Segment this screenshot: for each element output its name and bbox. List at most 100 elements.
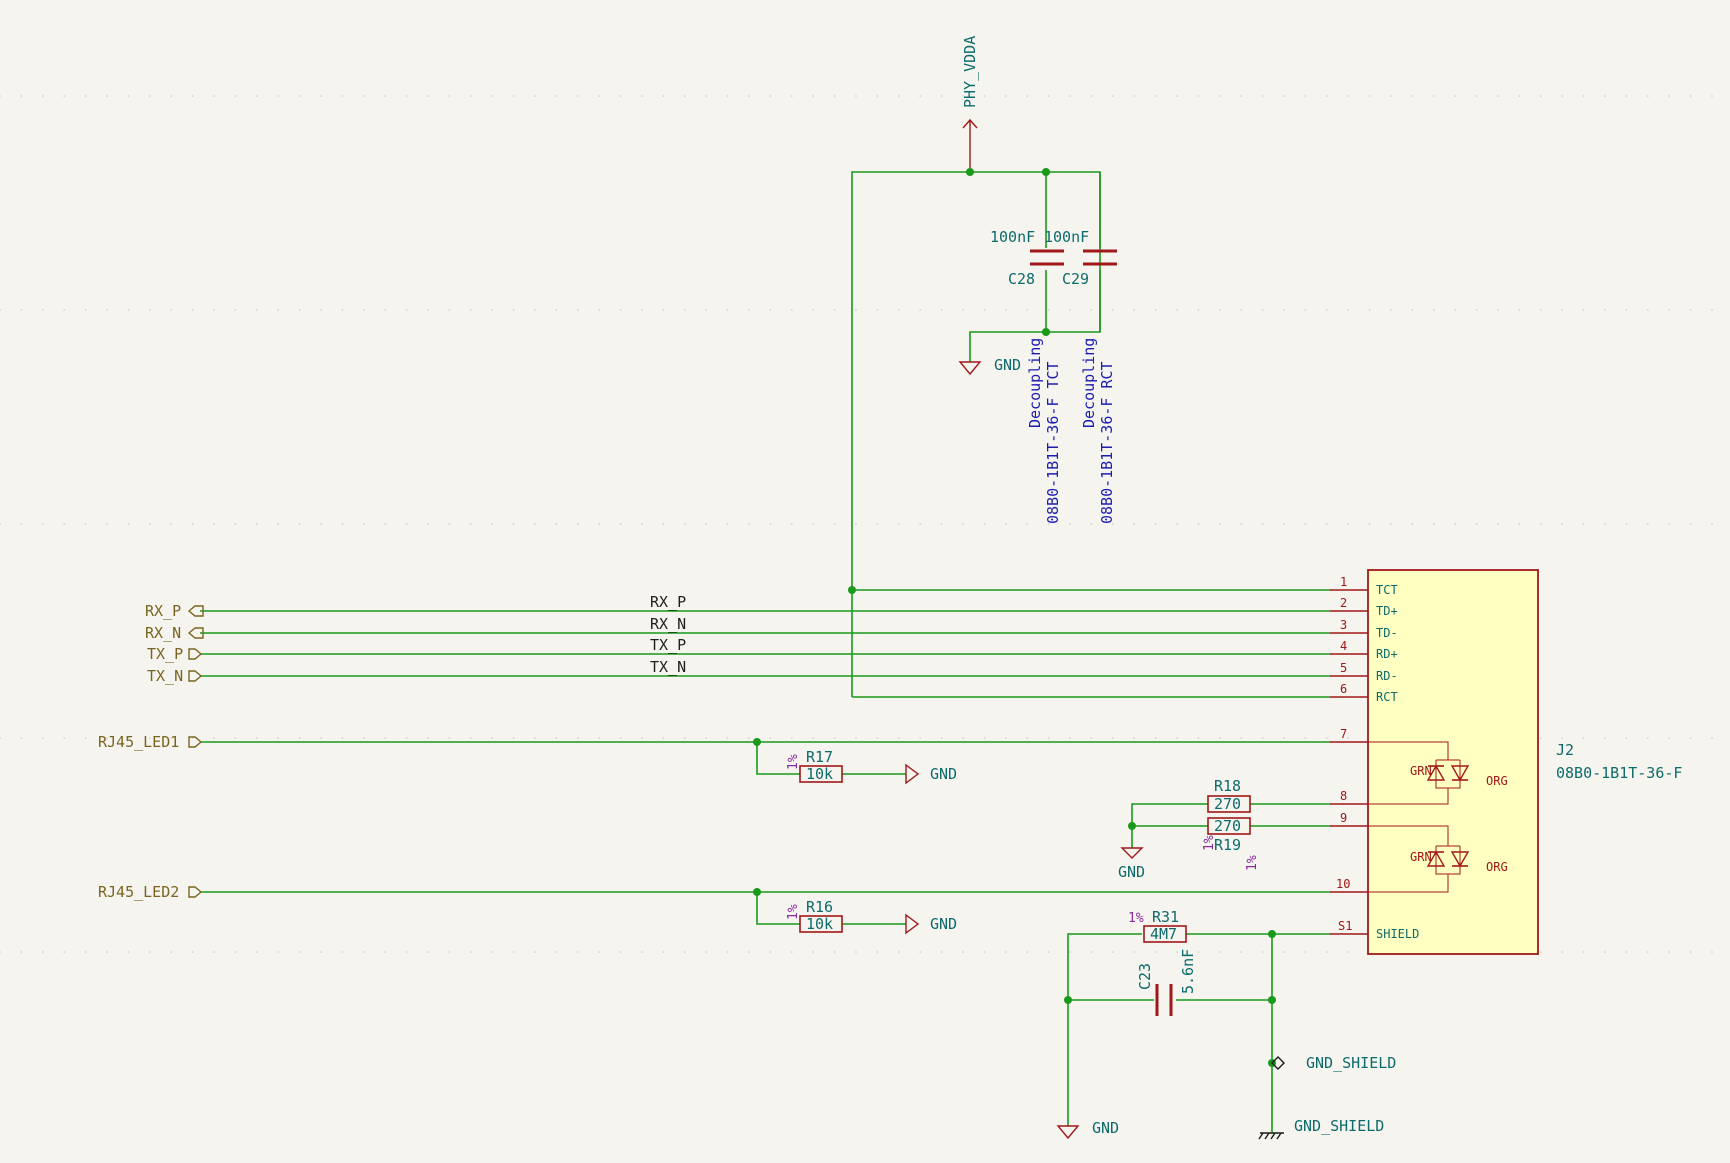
r19-value: 270: [1214, 817, 1241, 835]
grid-dot: [149, 737, 151, 739]
junction: [1042, 328, 1050, 336]
capacitor-c23[interactable]: C23 5.6nF: [1136, 949, 1197, 1016]
gnd-shield-port[interactable]: GND_SHIELD: [1271, 1054, 1396, 1072]
grid-dot: [1668, 95, 1670, 97]
grid-dot: [84, 951, 87, 953]
grid-dot: [1625, 309, 1628, 311]
grid-dot: [534, 523, 536, 525]
grid-dot: [277, 951, 280, 953]
grid-dot: [577, 309, 579, 311]
pin-name: RD-: [1376, 669, 1398, 683]
r31-tolerance: 1%: [1128, 911, 1144, 926]
gnd-symbol-shield-net[interactable]: GND: [1056, 1119, 1119, 1140]
resistor-r18[interactable]: 270 R18: [1207, 777, 1251, 813]
port-rx-p[interactable]: RX_P: [145, 602, 204, 620]
grid-dot: [1069, 737, 1071, 739]
grid-dot: [619, 951, 622, 953]
grid-dot: [1090, 95, 1093, 97]
port-rx-n[interactable]: RX_N: [145, 624, 204, 642]
grid-dot: [106, 95, 108, 97]
port-label: RJ45_LED2: [98, 883, 179, 901]
grid-dot: [726, 95, 729, 97]
grid-dot: [42, 951, 44, 953]
grid-dot: [1411, 309, 1414, 311]
grid-dot: [341, 309, 344, 311]
grid-dot: [1647, 523, 1649, 525]
grid-dot: [1219, 95, 1221, 97]
grid-dot: [555, 95, 558, 97]
pin-name: RD+: [1376, 647, 1398, 661]
grid-dot: [1090, 309, 1093, 311]
gnd-symbol-r18[interactable]: GND: [1118, 847, 1145, 881]
grid-dot: [662, 95, 665, 97]
grid-dot: [705, 951, 707, 953]
gnd-symbol-r16[interactable]: GND: [905, 913, 957, 935]
grid-dot: [0, 523, 1, 525]
pin-number: 4: [1340, 639, 1347, 653]
grid-dot: [127, 523, 130, 525]
grid-dot: [1518, 95, 1521, 97]
grid-dot: [1176, 951, 1178, 953]
gnd-symbol-r17[interactable]: GND: [905, 763, 957, 785]
grid-dot: [384, 523, 387, 525]
capacitor-c29[interactable]: 100nF C29: [1044, 228, 1117, 288]
grid-dot: [641, 951, 643, 953]
grid-dot: [512, 737, 515, 739]
grid-dot: [491, 309, 494, 311]
grid-dot: [748, 737, 750, 739]
grid-dot: [363, 737, 365, 739]
chassis-ground-symbol[interactable]: GND_SHIELD: [1258, 1117, 1384, 1140]
grid-dot: [298, 95, 301, 97]
resistor-r17[interactable]: 10k R17 1%: [786, 748, 843, 783]
resistor-r31[interactable]: 4M7 R31 1%: [1128, 908, 1187, 943]
grid-dot: [1219, 523, 1221, 525]
grid-dot: [1561, 737, 1563, 739]
wire: [1271, 933, 1330, 1133]
grid-dot: [598, 951, 600, 953]
grid-dot: [1197, 95, 1200, 97]
grid-dot: [1326, 523, 1328, 525]
grid-dots: [0, 95, 1713, 953]
grid-dot: [598, 737, 600, 739]
port-rj45-led2[interactable]: RJ45_LED2: [98, 883, 203, 901]
pin-number: 9: [1340, 811, 1347, 825]
pin-number: 2: [1340, 596, 1347, 610]
grid-dot: [341, 951, 344, 953]
grid-dot: [20, 951, 23, 953]
vdda-wires: [851, 171, 1101, 697]
wire: [756, 742, 800, 775]
phy-vdda-power-symbol[interactable]: PHY_VDDA: [961, 36, 979, 172]
grid-dot: [705, 309, 707, 311]
grid-dot: [555, 523, 558, 525]
grid-dot: [983, 951, 986, 953]
junction: [1042, 168, 1050, 176]
grid-dot: [1154, 951, 1157, 953]
grid-dot: [1176, 309, 1178, 311]
grid-dot: [106, 737, 108, 739]
grid-dot: [341, 523, 344, 525]
grid-dot: [940, 309, 943, 311]
grid-dot: [791, 951, 793, 953]
gnd-symbol-caps[interactable]: GND: [958, 356, 1021, 376]
grid-dot: [191, 523, 194, 525]
grid-dot: [1176, 737, 1178, 739]
grid-dot: [1625, 95, 1628, 97]
port-tx-p[interactable]: TX_P: [147, 645, 203, 663]
resistor-r16[interactable]: 10k R16 1%: [786, 898, 843, 933]
grid-dot: [1647, 95, 1649, 97]
r18-value: 270: [1214, 795, 1241, 813]
resistor-r19[interactable]: 270 R19 1% 1%: [1202, 817, 1260, 871]
port-tx-n[interactable]: TX_N: [147, 667, 203, 685]
connector-j2[interactable]: 1 2 3 4 5 6 7 8 9 10 S1 TCT TD+ TD- RD+ …: [1330, 569, 1682, 955]
decoupling-note-rct: Decoupling 08B0-1B1T-36-F RCT: [1080, 338, 1116, 524]
grid-dot: [855, 95, 857, 97]
grid-dot: [1561, 309, 1563, 311]
capacitor-c28[interactable]: 100nF C28: [990, 228, 1064, 288]
port-rj45-led1[interactable]: RJ45_LED1: [98, 733, 203, 751]
grid-dot: [298, 737, 301, 739]
grid-dot: [1304, 951, 1307, 953]
grid-dot: [1497, 523, 1499, 525]
grid-dot: [1625, 523, 1628, 525]
pin-number: 1: [1340, 575, 1347, 589]
